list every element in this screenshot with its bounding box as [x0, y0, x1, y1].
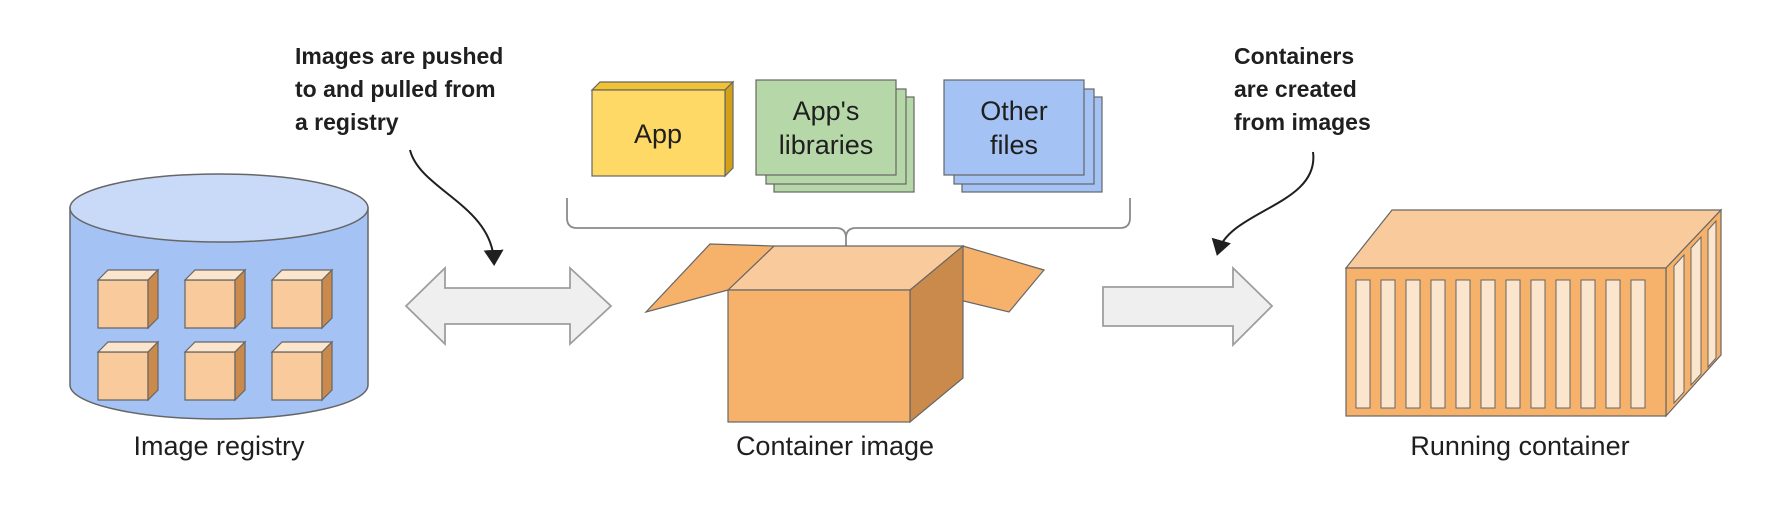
running-container-label: Running container	[1410, 431, 1629, 461]
layer-app: App	[590, 80, 735, 178]
layer-libraries: App's libraries	[755, 79, 915, 193]
layer-other-files: Other files	[943, 79, 1103, 193]
container-end-ribs	[1673, 219, 1717, 405]
registry-note-line-1: Images are pushed	[295, 43, 503, 69]
box-left-flap	[644, 243, 776, 314]
container-note-line-3: from images	[1234, 109, 1371, 135]
app-layer-card	[591, 89, 726, 177]
cube-icon	[96, 268, 160, 330]
create-container-arrow	[1102, 265, 1274, 348]
container-note-line-1: Containers	[1234, 43, 1354, 69]
container-note-line-2: are created	[1234, 76, 1357, 102]
container-top	[1344, 209, 1723, 269]
container-annotation: Containers are created from images	[1211, 43, 1371, 256]
registry-image-cubes	[96, 268, 334, 402]
libraries-layer-label-1: App's	[793, 96, 860, 126]
other-files-layer-card	[943, 79, 1085, 176]
registry-note-line-3: a registry	[295, 109, 399, 135]
container-image-box	[644, 243, 1046, 424]
image-registry-cylinder	[69, 173, 369, 420]
libraries-layer-card	[755, 79, 897, 176]
push-pull-double-arrow	[404, 265, 613, 347]
box-front	[727, 289, 911, 423]
cube-icon	[183, 340, 247, 402]
cube-icon	[183, 268, 247, 330]
registry-annotation: Images are pushed to and pulled from a r…	[295, 43, 504, 266]
registry-note-arrow	[409, 149, 504, 266]
cube-icon	[96, 340, 160, 402]
registry-note-line-2: to and pulled from	[295, 76, 496, 102]
other-files-layer-label-2: files	[990, 130, 1038, 160]
container-image-label: Container image	[736, 431, 934, 461]
container-note-arrow	[1211, 151, 1315, 256]
libraries-layer-label-2: libraries	[779, 130, 874, 160]
running-container-shape	[1344, 208, 1723, 418]
layers-brace	[566, 198, 1131, 256]
container-front-ribs	[1355, 279, 1646, 409]
cube-icon	[270, 340, 334, 402]
other-files-layer-label-1: Other	[980, 96, 1048, 126]
cube-icon	[270, 268, 334, 330]
app-layer-label: App	[634, 119, 682, 149]
image-registry-label: Image registry	[133, 431, 305, 461]
cylinder-top	[69, 173, 369, 243]
